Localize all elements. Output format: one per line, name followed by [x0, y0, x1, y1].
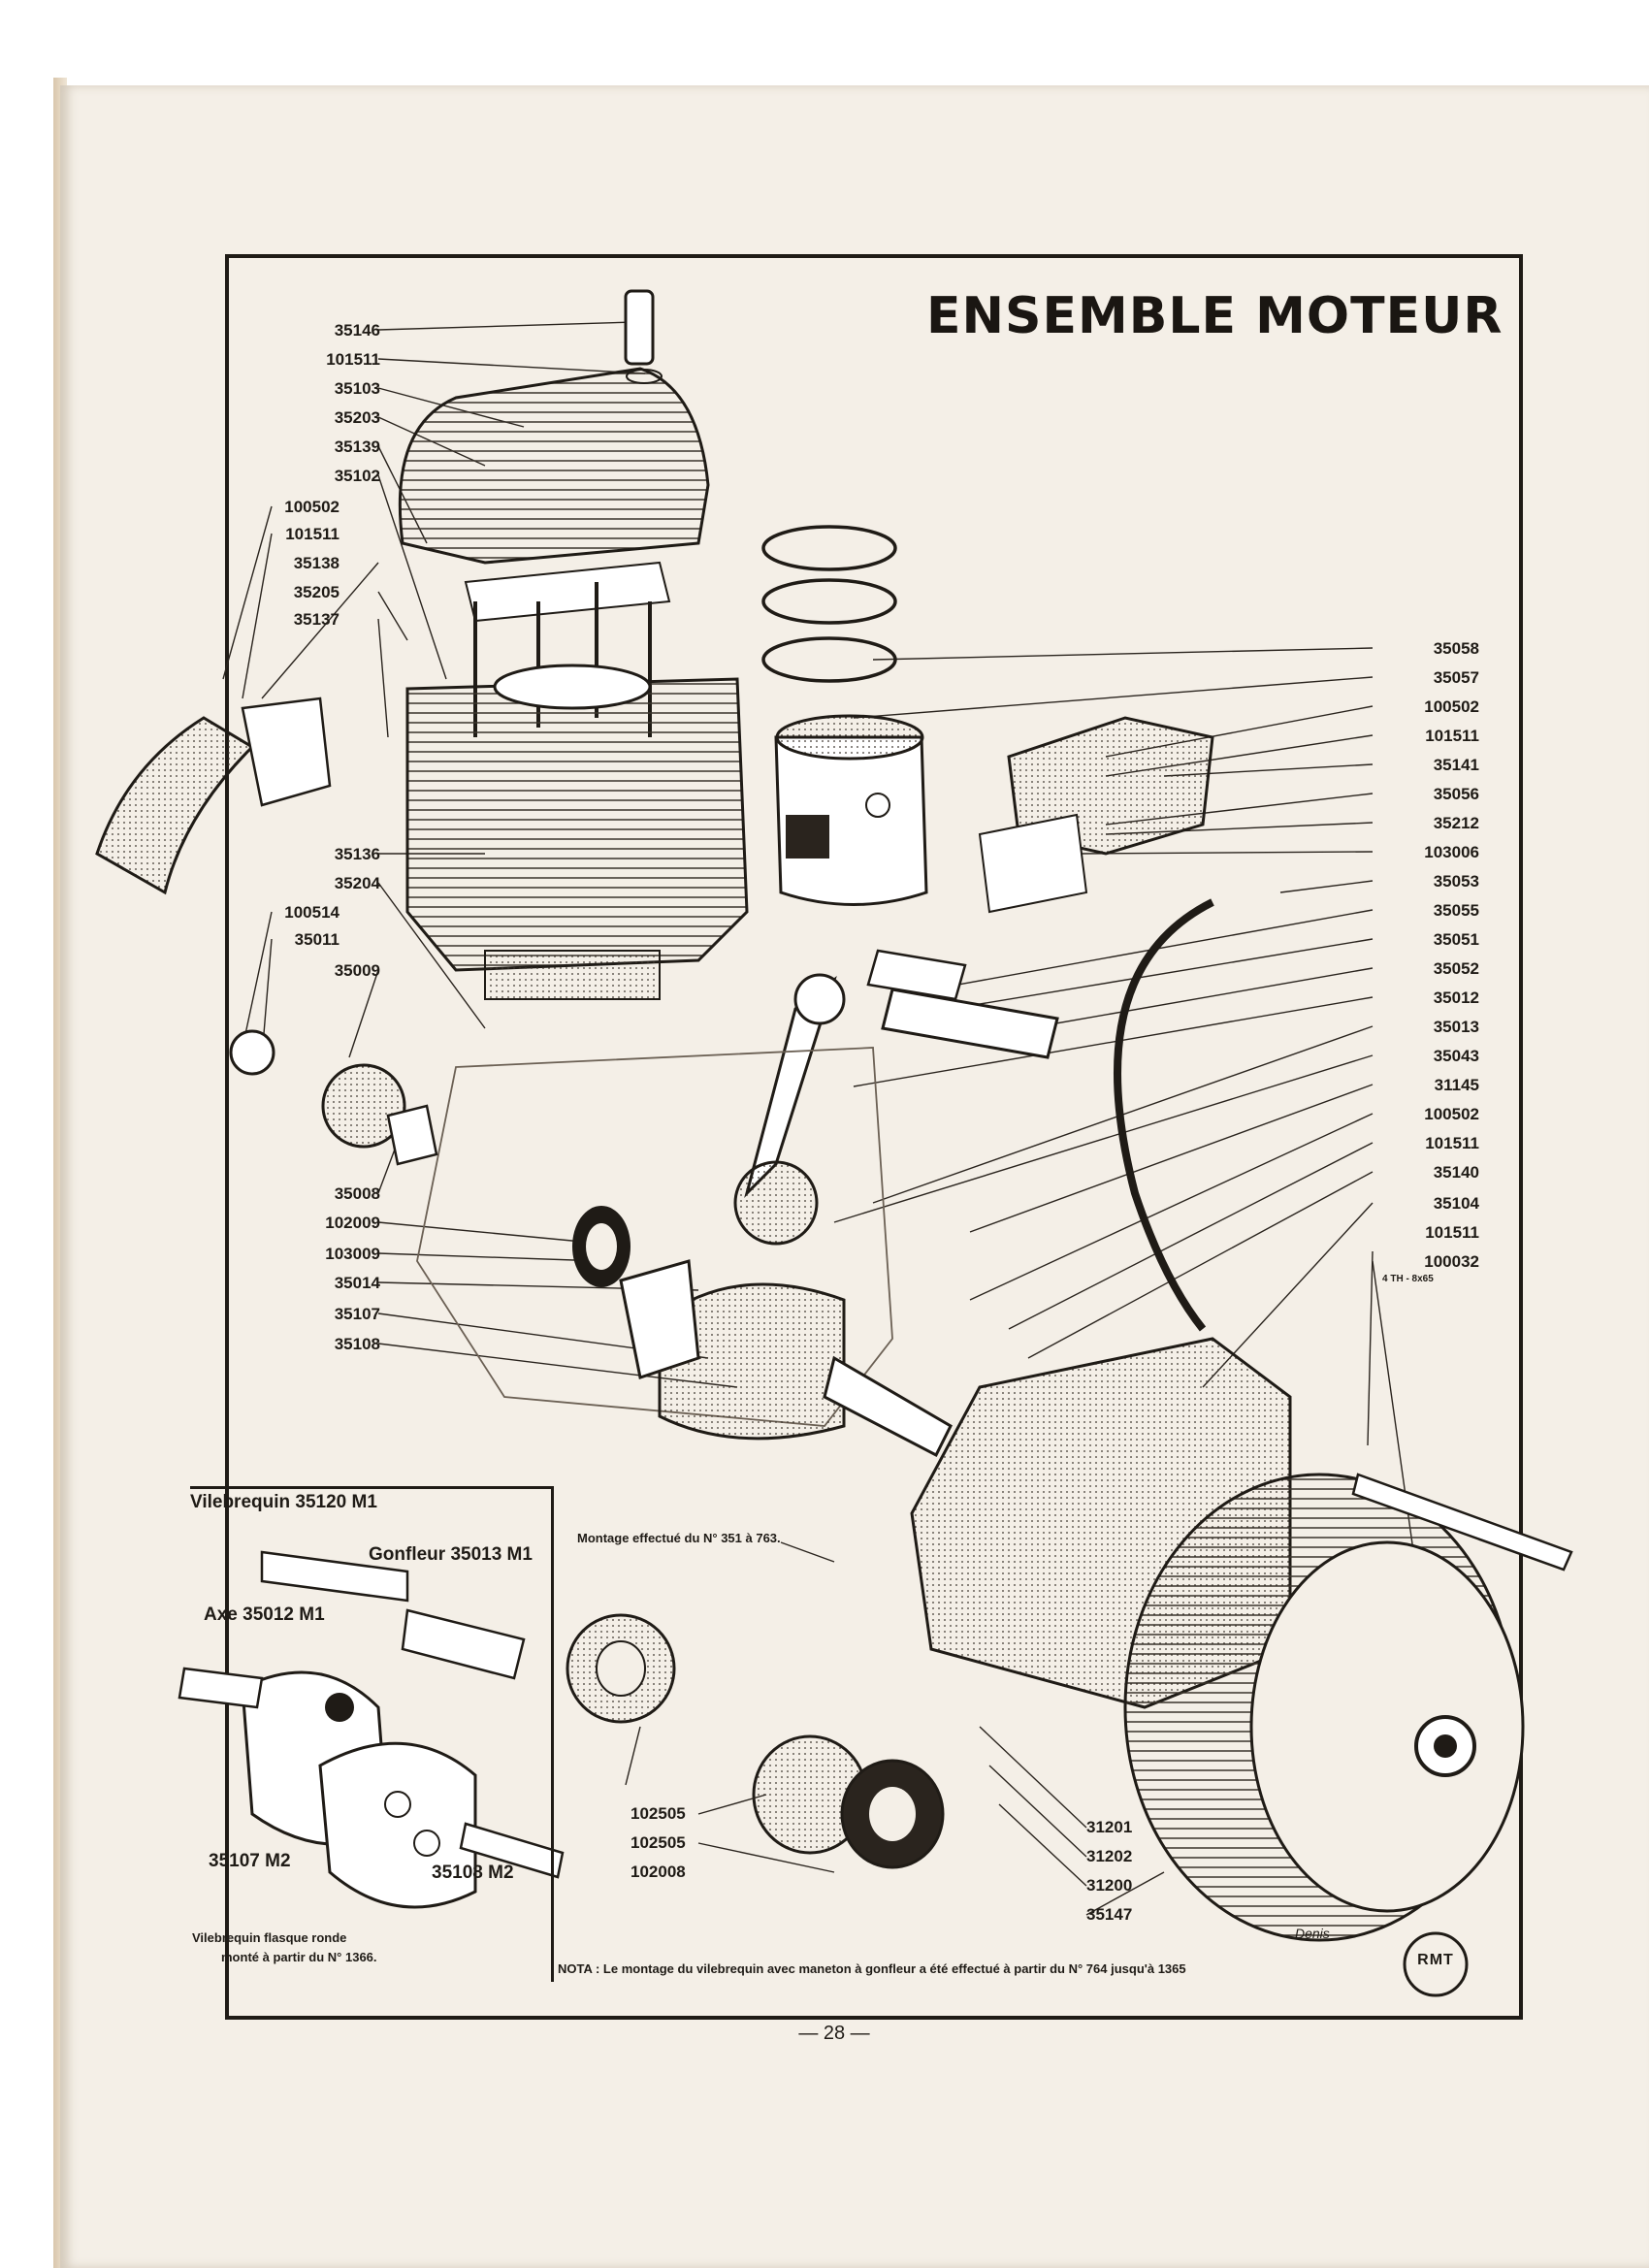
part-number-label: 35137 [293, 610, 340, 629]
inset-caption-line2: monté à partir du N° 1366. [221, 1950, 377, 1964]
part-number-label: 35107 [334, 1305, 380, 1323]
part-number-label: 35043 [1433, 1047, 1479, 1065]
page-number: — 28 — [798, 2023, 870, 2044]
part-number-label: 35055 [1433, 901, 1479, 920]
part-number-label: 102505 [630, 1804, 686, 1823]
part-number-label: 35009 [334, 961, 380, 980]
exhaust-flange [241, 697, 332, 807]
part-number-label: 35102 [334, 467, 380, 485]
part-number-label: 35011 [294, 930, 340, 949]
right-leader-lines [833, 647, 1417, 1572]
crankshaft [572, 1206, 953, 1458]
part-number-label: 35051 [1433, 930, 1479, 949]
bolt-spec-label: 4 TH - 8x65 [1382, 1274, 1434, 1284]
part-number-label: 100032 [1424, 1252, 1479, 1271]
part-number-label: 35141 [1433, 756, 1479, 774]
piston-rings [761, 525, 897, 683]
part-number-label: 101511 [285, 525, 340, 543]
part-number-label: 35139 [334, 437, 380, 456]
sprocket [229, 1029, 438, 1166]
cylinder-barrel [405, 664, 749, 1000]
part-number-label: 31201 [1086, 1818, 1133, 1836]
part-number-label: 35056 [1433, 785, 1479, 803]
part-number-label: 100502 [1424, 1105, 1479, 1123]
part-number-label: 35012 [1433, 988, 1479, 1007]
part-number-label: 100502 [284, 498, 340, 516]
part-number-label: 103009 [325, 1245, 380, 1263]
inset-flasque-left-label: 35107 M2 [209, 1851, 291, 1871]
diagram-title: ENSEMBLE MOTEUR [926, 287, 1504, 345]
exhaust-pipe [95, 716, 255, 895]
inset-flasque-right-label: 35108 M2 [432, 1863, 514, 1883]
part-number-label: 103006 [1424, 843, 1479, 861]
part-number-label: 101511 [1425, 727, 1479, 745]
wrist-pin [881, 988, 1059, 1059]
part-number-label: 100502 [1424, 697, 1479, 716]
part-number-label: 31202 [1086, 1847, 1133, 1865]
part-number-label: 31145 [1434, 1076, 1479, 1094]
artist-signature: Denis [1295, 1926, 1330, 1941]
part-number-label: 35136 [334, 845, 380, 863]
part-number-label: 35203 [334, 408, 380, 427]
part-number-label: 35140 [1433, 1163, 1479, 1182]
inset-axe-label: Axe 35012 M1 [204, 1604, 325, 1625]
part-number-label: 35205 [293, 583, 340, 601]
part-number-label: 35008 [334, 1184, 380, 1203]
part-number-label: 101511 [1425, 1223, 1479, 1242]
part-number-label: 35147 [1086, 1905, 1133, 1924]
ball-bearings [566, 1613, 945, 1869]
part-number-label: 102008 [630, 1863, 686, 1881]
nota-footnote: NOTA : Le montage du vilebrequin avec ma… [558, 1961, 1186, 1976]
inset-gonfleur-label: Gonfleur 35013 M1 [369, 1544, 533, 1565]
part-number-label: 35053 [1433, 872, 1479, 891]
crankcase-bolt [1351, 1473, 1573, 1571]
inset-crankshaft-drawing [178, 1550, 565, 1909]
part-number-label: 100514 [284, 903, 340, 922]
part-number-label: 35057 [1433, 668, 1479, 687]
part-number-label: 35014 [334, 1274, 380, 1292]
part-number-label: 101511 [326, 350, 380, 369]
piston [774, 714, 928, 906]
montage-note: Montage effectué du N° 351 à 763. [577, 1531, 781, 1545]
part-number-label: 35204 [334, 874, 380, 892]
cylinder-head [398, 289, 710, 565]
part-number-label: 101511 [1425, 1134, 1479, 1152]
intake-gasket [978, 813, 1088, 914]
ignition-cable [1114, 898, 1214, 1332]
diagram-frame [225, 254, 1523, 2020]
part-number-label: 35212 [1433, 814, 1479, 832]
part-number-label: 102505 [630, 1833, 686, 1852]
part-number-label: 35104 [1433, 1194, 1479, 1213]
part-number-label: 35052 [1433, 959, 1479, 978]
inset-vilebrequin-label: Vilebrequin 35120 M1 [190, 1492, 377, 1512]
crankshaft-inset-box [190, 1486, 554, 1982]
inset-caption-line1: Vilebrequin flasque ronde [192, 1930, 347, 1945]
rmt-logo [1403, 1931, 1469, 1997]
part-number-label: 35108 [334, 1335, 380, 1353]
part-number-label: 35146 [334, 321, 380, 340]
connecting-rod [733, 973, 846, 1246]
part-number-label: 35138 [293, 554, 340, 572]
flywheel-magneto [1123, 1473, 1525, 1942]
part-number-label: 35013 [1433, 1018, 1479, 1036]
part-number-label: 35103 [334, 379, 380, 398]
part-number-label: 31200 [1086, 1876, 1133, 1895]
part-number-label: 35058 [1433, 639, 1479, 658]
rmt-logo-text: RMT [1417, 1952, 1454, 1968]
part-number-label: 102009 [325, 1214, 380, 1232]
